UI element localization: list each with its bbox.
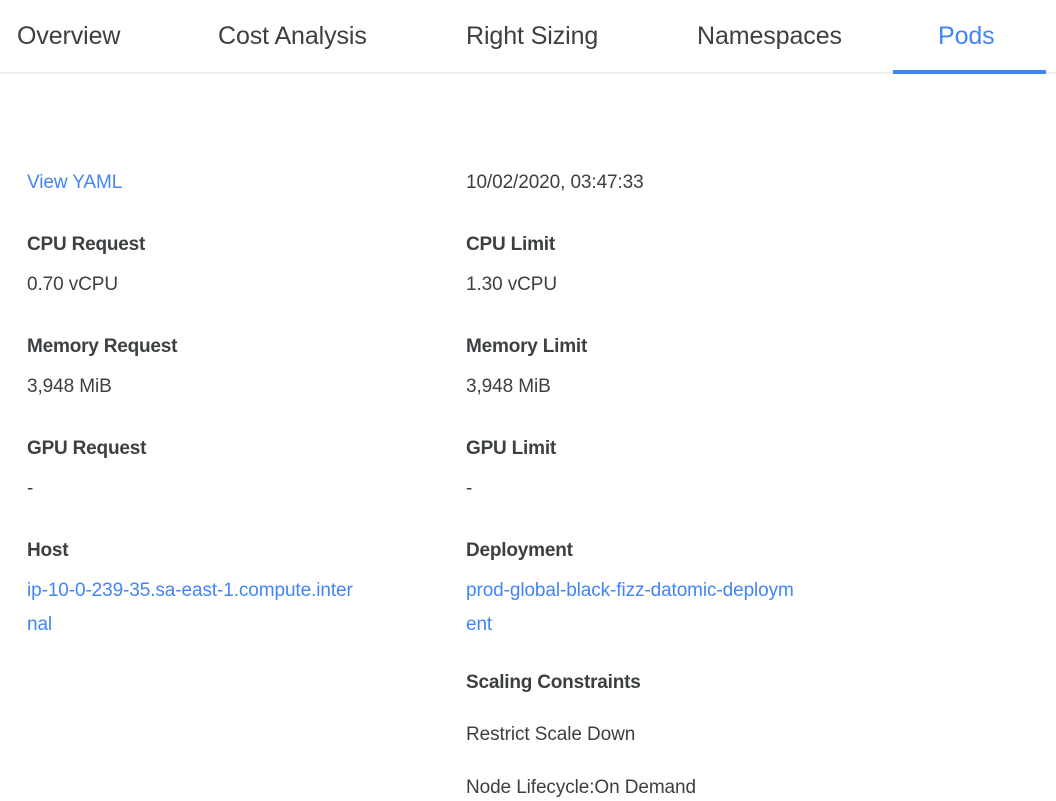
active-tab-indicator bbox=[893, 70, 1046, 74]
scaling-constraint-restrict-scale-down: Restrict Scale Down bbox=[466, 724, 636, 745]
tab-namespaces[interactable]: Namespaces bbox=[697, 22, 842, 50]
gpu-request-label: GPU Request bbox=[27, 438, 147, 459]
tab-bar: Overview Cost Analysis Right Sizing Name… bbox=[0, 0, 1056, 74]
tab-cost-analysis[interactable]: Cost Analysis bbox=[218, 22, 367, 50]
memory-limit-value: 3,948 MiB bbox=[466, 376, 551, 397]
host-label: Host bbox=[27, 540, 69, 561]
gpu-limit-value: - bbox=[466, 478, 473, 499]
scaling-constraint-node-lifecycle: Node Lifecycle:On Demand bbox=[466, 777, 696, 798]
memory-request-value: 3,948 MiB bbox=[27, 376, 112, 397]
tab-pods[interactable]: Pods bbox=[938, 22, 995, 50]
deployment-label: Deployment bbox=[466, 540, 573, 561]
memory-limit-label: Memory Limit bbox=[466, 336, 588, 357]
gpu-request-value: - bbox=[27, 478, 34, 499]
cpu-limit-value: 1.30 vCPU bbox=[466, 274, 557, 295]
memory-request-label: Memory Request bbox=[27, 336, 178, 357]
deployment-link[interactable]: prod-global-black-fizz-datomic-deploymen… bbox=[466, 580, 794, 635]
timestamp-value: 10/02/2020, 03:47:33 bbox=[466, 172, 644, 193]
cpu-request-value: 0.70 vCPU bbox=[27, 274, 118, 295]
view-yaml-link[interactable]: View YAML bbox=[27, 172, 123, 193]
scaling-constraints-label: Scaling Constraints bbox=[466, 672, 641, 693]
tab-right-sizing[interactable]: Right Sizing bbox=[466, 22, 599, 50]
pod-details-panel: View YAML CPU Request 0.70 vCPU Memory R… bbox=[0, 74, 1056, 798]
gpu-limit-label: GPU Limit bbox=[466, 438, 557, 459]
cpu-limit-label: CPU Limit bbox=[466, 234, 555, 255]
host-link[interactable]: ip-10-0-239-35.sa-east-1.compute.interna… bbox=[27, 580, 353, 635]
cpu-request-label: CPU Request bbox=[27, 234, 146, 255]
tab-overview[interactable]: Overview bbox=[17, 22, 121, 50]
tab-list: Overview Cost Analysis Right Sizing Name… bbox=[0, 0, 1056, 72]
